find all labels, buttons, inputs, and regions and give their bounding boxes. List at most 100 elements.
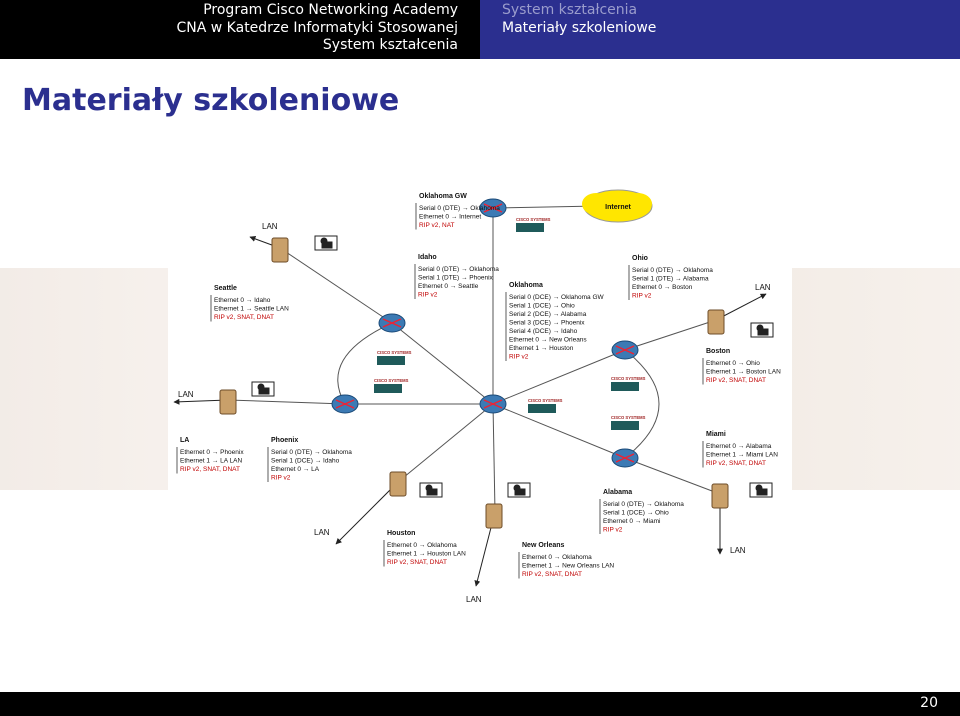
node-name: New Orleans (522, 542, 565, 549)
node-protocol-line: RIP v2 (632, 293, 652, 300)
page-number: 20 (920, 695, 938, 711)
server-icon (389, 471, 407, 497)
cisco-logo: CISCO SYSTEMS (516, 217, 551, 232)
node-protocol-line: RIP v2, SNAT, DNAT (214, 314, 274, 321)
routers (331, 198, 639, 468)
node-interface-line: Ethernet 0 → Ohio (706, 360, 760, 367)
node-interface-line: Ethernet 0 → New Orleans (509, 337, 587, 344)
lan-label: LAN (730, 546, 746, 555)
link-oklahoma-ohio (492, 349, 626, 405)
link-oklahoma-idaho (391, 322, 494, 405)
node-protocol-line: RIP v2, SNAT, DNAT (387, 559, 447, 566)
link-oklahoma-houston (397, 403, 494, 483)
header-right: System kształcenia Materiały szkoleniowe (480, 0, 960, 59)
node-interface-line: Serial 0 (DTE) → Oklahoma (271, 449, 352, 456)
cisco-logo: CISCO SYSTEMS (377, 350, 412, 365)
link-alabama-miami (624, 457, 721, 495)
node-name: Oklahoma GW (419, 193, 467, 200)
node-protocol-line: RIP v2 (418, 292, 438, 299)
lan-label: LAN (755, 283, 771, 292)
node-interface-line: Ethernet 0 → Internet (419, 214, 481, 221)
header-left: Program Cisco Networking Academy CNA w K… (0, 0, 480, 59)
lan-label: LAN (262, 222, 278, 231)
node-name: Seattle (214, 285, 237, 292)
node-interface-line: Ethernet 1 → Miami LAN (706, 452, 778, 459)
node-interface-line: Serial 0 (DTE) → Oklahoma (603, 501, 684, 508)
lan-label: LAN (466, 595, 482, 604)
cisco-logos: CISCO SYSTEMS CISCO SYSTEMS CISCO SYSTEM… (374, 217, 646, 430)
router-icon (479, 394, 507, 414)
node-interface-line: Serial 4 (DCE) → Idaho (509, 328, 578, 335)
header-section-nav[interactable]: System kształcenia (502, 2, 638, 18)
link-oklahoma-alabama (492, 403, 626, 459)
node-interface-line: Ethernet 1 → Boston LAN (706, 369, 781, 376)
lan-label: LAN (178, 390, 194, 399)
node-name: Oklahoma (509, 282, 543, 289)
node-protocol-line: RIP v2 (603, 527, 623, 534)
node-name: Ohio (632, 255, 648, 262)
server-icon (711, 483, 729, 509)
node-interface-line: Serial 1 (DTE) → Alabama (632, 276, 709, 283)
node-okgw-label: Oklahoma GW Serial 0 (DTE) → OklahomaEthe… (415, 193, 500, 230)
router-icon (479, 198, 507, 218)
server-icon (707, 309, 725, 335)
node-protocol-line: RIP v2, SNAT, DNAT (522, 571, 582, 578)
svg-text:CISCO SYSTEMS: CISCO SYSTEMS (611, 415, 646, 420)
footer-bar: 20 (0, 692, 960, 716)
node-interface-line: Serial 1 (DTE) → Phoenix (418, 275, 494, 282)
header-subsection-nav[interactable]: Materiały szkoleniowe (502, 19, 657, 36)
header-section: System kształcenia (322, 37, 458, 54)
node-interface-line: Ethernet 0 → Oklahoma (522, 554, 592, 561)
node-interface-line: Serial 0 (DTE) → Oklahoma (419, 205, 500, 212)
header-department: CNA w Katedrze Informatyki Stosowanej (176, 19, 459, 36)
node-interface-line: Serial 1 (DCE) → Ohio (509, 303, 575, 310)
cisco-logo: CISCO SYSTEMS (528, 398, 563, 413)
node-protocol-line: RIP v2, SNAT, DNAT (706, 460, 766, 467)
node-interface-line: Ethernet 1 → Houston LAN (387, 551, 466, 558)
node-name: Idaho (418, 254, 437, 261)
svg-text:CISCO SYSTEMS: CISCO SYSTEMS (374, 378, 409, 383)
node-protocol-line: RIP v2, SNAT, DNAT (706, 377, 766, 384)
node-interface-line: Serial 1 (DCE) → Idaho (271, 458, 340, 465)
link-idaho-seattle (279, 247, 393, 324)
server-icon (271, 237, 289, 263)
svg-text:CISCO SYSTEMS: CISCO SYSTEMS (528, 398, 563, 403)
lan-label: LAN (314, 528, 330, 537)
node-interface-line: Ethernet 0 → LA (271, 466, 320, 473)
node-interface-line: Ethernet 1 → Houston (509, 345, 574, 352)
node-interface-line: Ethernet 0 → Seattle (418, 283, 479, 290)
lan-labels: LAN LAN LAN LAN LAN LAN (178, 222, 771, 604)
servers (219, 237, 729, 529)
link-okgw-internet (492, 205, 599, 209)
svg-text:CISCO SYSTEMS: CISCO SYSTEMS (611, 376, 646, 381)
router-icon (611, 340, 639, 360)
node-name: LA (180, 437, 189, 444)
node-protocol-line: RIP v2, SNAT, DNAT (180, 466, 240, 473)
node-protocol-line: RIP v2 (509, 354, 529, 361)
node-interface-line: Serial 3 (DCE) → Phoenix (509, 320, 585, 327)
node-interface-line: Serial 0 (DTE) → Oklahoma (418, 266, 499, 273)
node-name: Phoenix (271, 437, 298, 444)
header-program: Program Cisco Networking Academy (203, 2, 458, 18)
node-name: Boston (706, 348, 730, 355)
workstations (251, 235, 774, 498)
svg-text:CISCO SYSTEMS: CISCO SYSTEMS (516, 217, 551, 222)
svg-text:CISCO SYSTEMS: CISCO SYSTEMS (377, 350, 412, 355)
node-interface-line: Ethernet 0 → Miami (603, 518, 660, 525)
node-name: Houston (387, 530, 415, 537)
node-name: Miami (706, 431, 726, 438)
links (227, 205, 721, 513)
node-interface-line: Ethernet 0 → Phoenix (180, 449, 244, 456)
server-icon (219, 389, 237, 415)
node-interface-line: Ethernet 0 → Boston (632, 284, 693, 291)
node-name: Alabama (603, 489, 632, 496)
